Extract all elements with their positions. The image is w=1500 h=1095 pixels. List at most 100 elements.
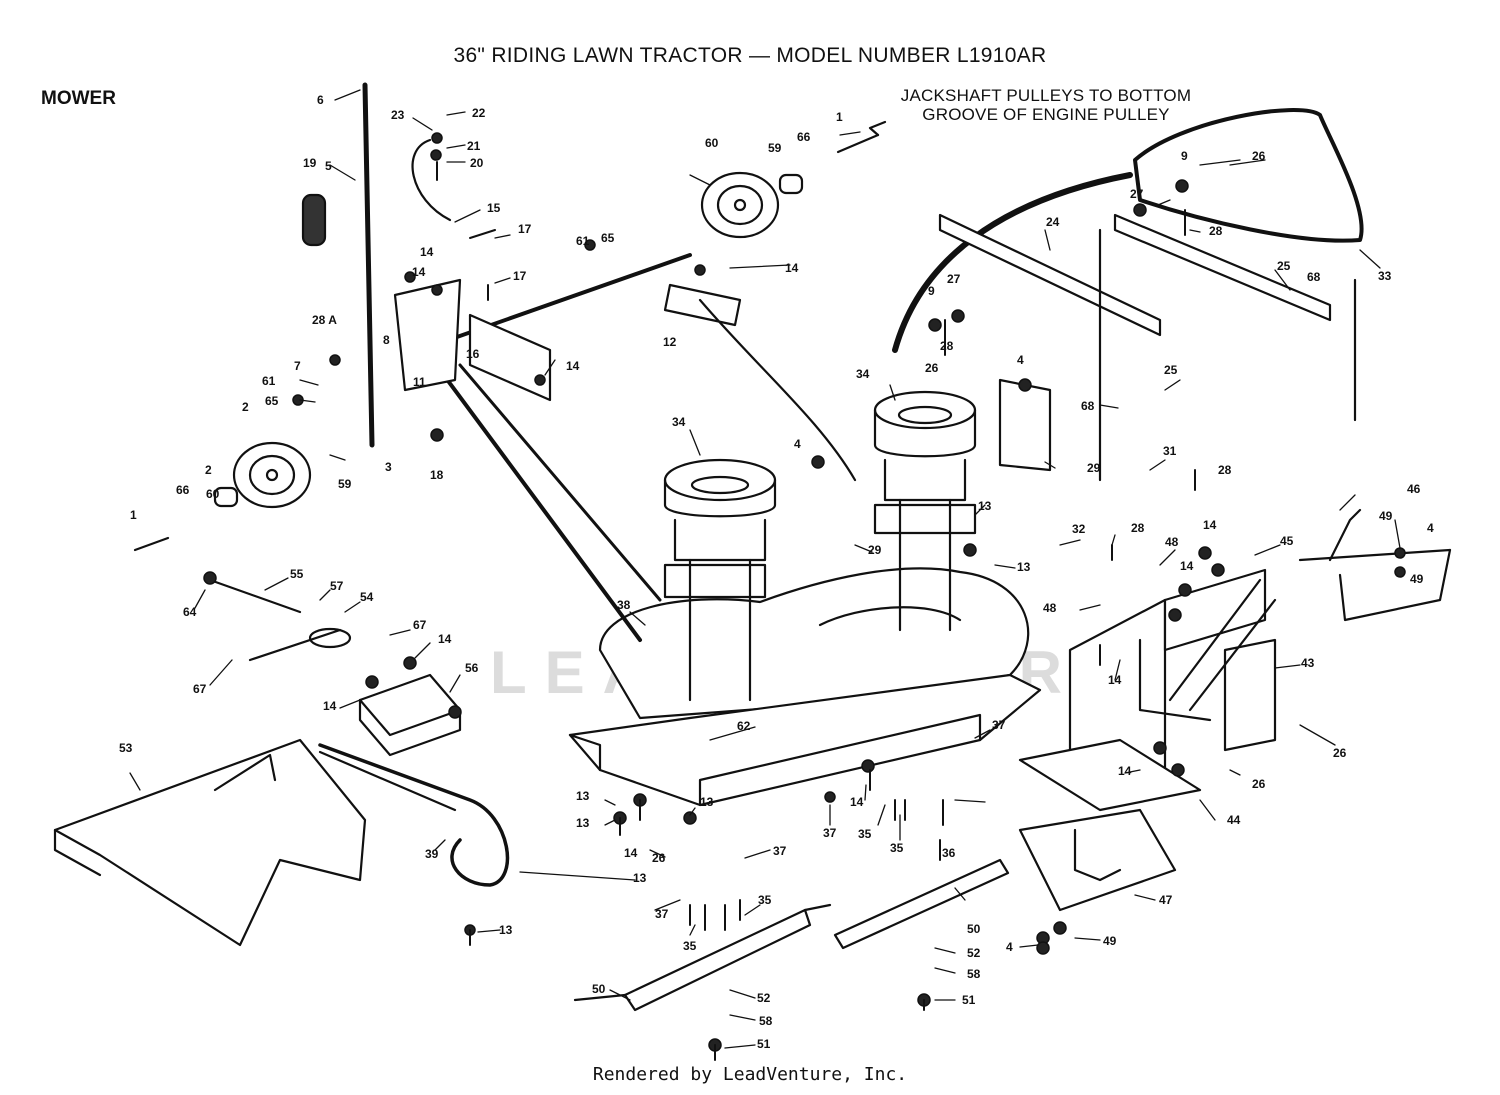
callout-label: 15	[487, 201, 501, 215]
callout-label: 67	[413, 618, 427, 632]
callout-label: 46	[1407, 482, 1421, 496]
callout-label: 66	[176, 483, 190, 497]
callout-label: 59	[338, 477, 352, 491]
callout-label: 52	[967, 946, 981, 960]
callout-label: 37	[655, 907, 669, 921]
callout-label: 58	[967, 967, 981, 981]
callout-label: 26	[1252, 777, 1266, 791]
callout-label: 61	[262, 374, 276, 388]
callout-label: 26	[1333, 746, 1347, 760]
callout-label: 67	[193, 682, 207, 696]
callout-label: 60	[206, 487, 220, 501]
spindle-pulley-right	[873, 390, 977, 632]
callout-label: 17	[518, 222, 532, 236]
callout-label: 61	[576, 234, 590, 248]
gauge-wheel-rear	[133, 441, 312, 552]
callout-label: 49	[1379, 509, 1393, 523]
callout-label: 12	[663, 335, 677, 349]
callout-label: 62	[737, 719, 751, 733]
callout-label: 36	[942, 846, 956, 860]
callout-label: 22	[472, 106, 486, 120]
blade-right	[833, 858, 1010, 950]
callout-label: 60	[705, 136, 719, 150]
callout-label: 18	[430, 468, 444, 482]
front-baffle	[53, 738, 367, 947]
callout-label: 14	[1203, 518, 1217, 532]
note-line-2: GROOVE OF ENGINE PULLEY	[922, 105, 1170, 124]
callout-label: 1	[836, 110, 843, 124]
blade-left	[573, 903, 832, 1012]
callout-label: 2	[242, 400, 249, 414]
spindle-pulley-left	[663, 458, 777, 702]
callout-label: 23	[391, 108, 405, 122]
callout-label: 13	[1017, 560, 1031, 574]
callout-label: 3	[385, 460, 392, 474]
callout-label: 14	[1180, 559, 1194, 573]
callout-label: 38	[617, 598, 631, 612]
mower-deck	[568, 567, 1042, 807]
callout-label: 2	[205, 463, 212, 477]
callout-label: 8	[383, 333, 390, 347]
callout-label: 37	[992, 718, 1006, 732]
callout-label: 65	[601, 231, 615, 245]
callout-label: 58	[759, 1014, 773, 1028]
callout-label: 45	[1280, 534, 1294, 548]
callout-label: 28	[1131, 521, 1145, 535]
callout-label: 27	[947, 272, 961, 286]
callout-label: 14	[438, 632, 452, 646]
callout-label: 20	[470, 156, 484, 170]
credit-line: Rendered by LeadVenture, Inc.	[592, 1064, 908, 1085]
callout-label: 14	[412, 265, 426, 279]
callout-label: 56	[465, 661, 479, 675]
callout-label: 26	[925, 361, 939, 375]
callout-label: 53	[119, 741, 133, 755]
callout-label: 14	[850, 795, 864, 809]
jackshaft-bracket	[938, 213, 1357, 482]
callout-label: 35	[890, 841, 904, 855]
callout-label: 68	[1307, 270, 1321, 284]
callout-label: 14	[566, 359, 580, 373]
callout-label: 13	[576, 816, 590, 830]
callout-label: 14	[323, 699, 337, 713]
callout-label: 68	[1081, 399, 1095, 413]
callout-label: 32	[1072, 522, 1086, 536]
callout-label: 29	[868, 543, 882, 557]
callout-label: 57	[330, 579, 344, 593]
callout-label: 1	[130, 508, 137, 522]
callout-label: 54	[360, 590, 374, 604]
callout-label: 37	[773, 844, 787, 858]
mower-belt	[318, 743, 510, 887]
callout-label: 49	[1103, 934, 1117, 948]
callout-label: 13	[499, 923, 513, 937]
callout-label: 50	[967, 922, 981, 936]
note-line-1: JACKSHAFT PULLEYS TO BOTTOM	[900, 86, 1192, 105]
callout-label: 35	[858, 827, 872, 841]
callout-label: 25	[1277, 259, 1291, 273]
bolts	[436, 161, 1196, 1061]
callout-label: 33	[1378, 269, 1392, 283]
callout-label: 47	[1159, 893, 1173, 907]
callout-label: 37	[823, 826, 837, 840]
callout-label: 65	[265, 394, 279, 408]
right-frame-bracket	[1018, 508, 1452, 912]
callout-label: 34	[672, 415, 686, 429]
deck-hanger-bracket	[208, 578, 462, 757]
callout-label: 43	[1301, 656, 1315, 670]
callout-label: 9	[1181, 149, 1188, 163]
callout-label: 48	[1043, 601, 1057, 615]
callout-label: 28	[1209, 224, 1223, 238]
callout-label: 17	[513, 269, 527, 283]
callout-label: 51	[757, 1037, 771, 1051]
callout-label: 16	[466, 347, 480, 361]
callout-label: 4	[1017, 353, 1024, 367]
callout-label: 14	[785, 261, 799, 275]
callout-label: 26	[652, 851, 666, 865]
callout-label: 9	[928, 284, 935, 298]
callout-label: 13	[633, 871, 647, 885]
callout-label: 44	[1227, 813, 1241, 827]
callout-label: 13	[576, 789, 590, 803]
callout-label: 26	[1252, 149, 1266, 163]
